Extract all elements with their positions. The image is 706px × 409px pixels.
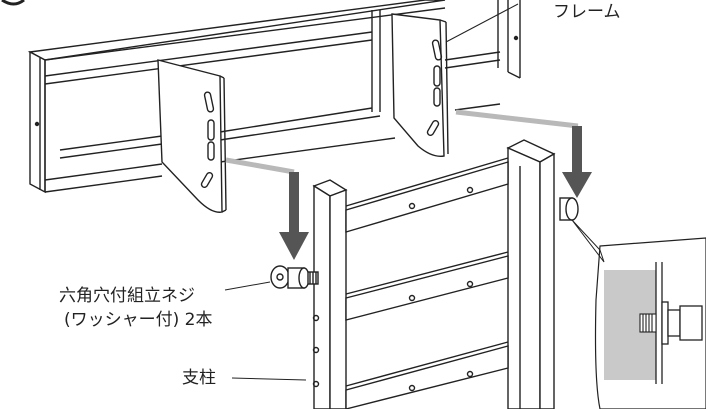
screw-leader-line	[224, 281, 271, 291]
post-label: 支柱	[182, 368, 216, 388]
screw-label-line2: (ワッシャー付) 2本	[64, 310, 213, 330]
hex-socket-screw	[270, 265, 319, 289]
ladder-assembly	[312, 139, 556, 409]
right-down-arrow	[562, 126, 592, 198]
right-bracket-plate	[391, 13, 449, 157]
frame-label: フレーム	[553, 2, 621, 22]
left-guide-line	[225, 157, 295, 175]
screw-label-line1: 六角穴付組立ネジ	[59, 286, 195, 306]
post-leader-line	[231, 377, 307, 381]
step-number-circle	[1, 0, 25, 6]
left-bracket-plate	[157, 59, 227, 213]
left-down-arrow	[279, 172, 309, 260]
frame-leader-line	[445, 3, 519, 43]
frame-part	[27, 0, 521, 194]
detail-inset	[571, 219, 706, 409]
right-guide-line	[455, 109, 579, 129]
right-screw	[559, 197, 579, 221]
